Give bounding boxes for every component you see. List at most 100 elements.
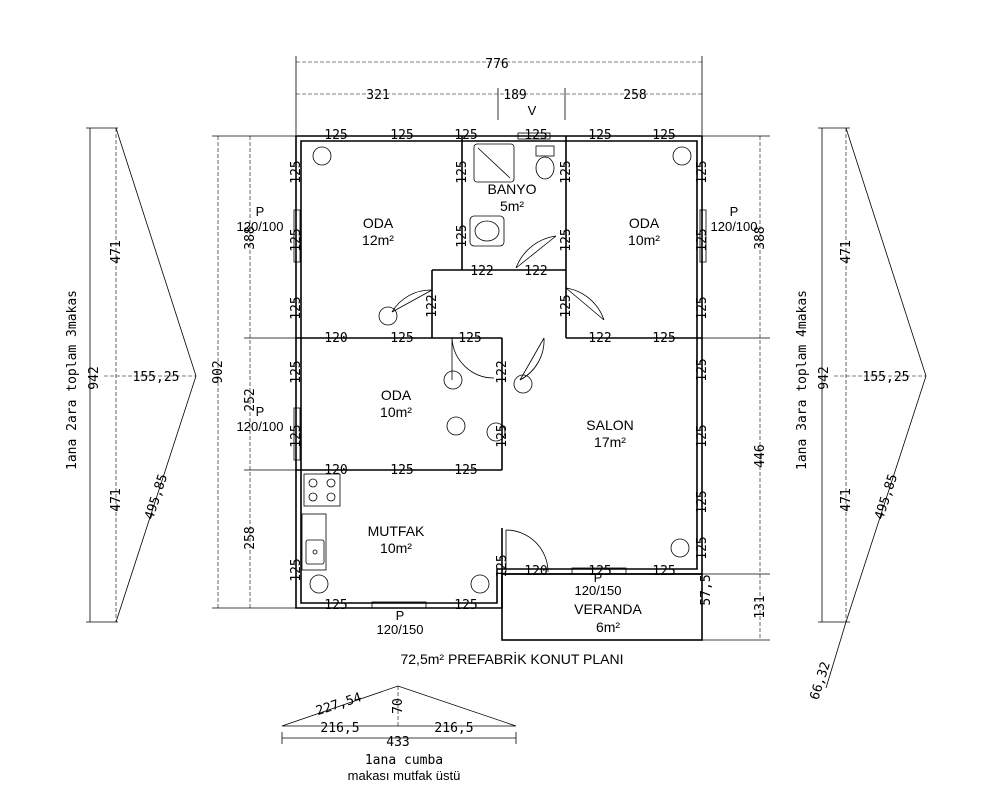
svg-text:125: 125 xyxy=(588,564,611,579)
top-dimensions: 776 321 189 258 V xyxy=(295,56,703,135)
left-dimensions: 902 388 252 258 xyxy=(211,135,300,609)
window-size-ne: 120/100 xyxy=(711,219,758,234)
room-salon-name: SALON xyxy=(586,417,633,433)
cumba-half-right: 216,5 xyxy=(434,721,473,736)
window-p-salon: P xyxy=(594,570,603,585)
right-truss-label: 1ana 3ara toplam 4makas xyxy=(795,290,810,470)
window-size-kitchen: 120/150 xyxy=(377,622,424,637)
toilet-tank xyxy=(535,145,555,157)
right-truss-span: 942 xyxy=(817,366,832,389)
svg-text:122: 122 xyxy=(425,294,440,317)
svg-text:122: 122 xyxy=(524,264,547,279)
room-oda-nw-area: 12m² xyxy=(362,232,394,248)
room-oda-mid-area: 10m² xyxy=(380,404,412,420)
svg-text:125: 125 xyxy=(454,598,477,613)
room-oda-ne-area: 10m² xyxy=(628,232,660,248)
socket-symbols xyxy=(309,146,692,594)
window-size-salon: 120/150 xyxy=(575,583,622,598)
cumba-label-1: 1ana cumba xyxy=(365,753,443,768)
svg-text:125: 125 xyxy=(695,160,710,183)
right-truss-rafter: 495,85 xyxy=(872,472,901,521)
svg-text:125: 125 xyxy=(289,228,304,251)
dim-total-width: 776 xyxy=(485,57,508,72)
dim-width-mid: 189 xyxy=(503,88,526,103)
window-size-mid: 120/100 xyxy=(237,419,284,434)
svg-text:125: 125 xyxy=(559,228,574,251)
svg-text:125: 125 xyxy=(324,128,347,143)
svg-text:120: 120 xyxy=(324,463,347,478)
kitchen-fixtures xyxy=(301,473,341,571)
right-truss-half-bot: 471 xyxy=(839,488,854,511)
window-p-nw: P xyxy=(256,204,265,219)
room-oda-ne-name: ODA xyxy=(629,215,660,231)
dim-height-left-bot: 258 xyxy=(243,526,258,549)
svg-text:125: 125 xyxy=(458,331,481,346)
room-salon-area: 17m² xyxy=(594,434,626,450)
svg-text:125: 125 xyxy=(559,294,574,317)
room-labels: ODA 12m² BANYO 5m² ODA 10m² ODA 10m² SAL… xyxy=(362,181,660,635)
dim-height-right-top: 388 xyxy=(753,226,768,249)
doors xyxy=(391,235,605,573)
svg-text:125: 125 xyxy=(559,160,574,183)
svg-text:125: 125 xyxy=(454,128,477,143)
dim-height-left-mid: 252 xyxy=(243,388,258,411)
dim-height-right-bot: 131 xyxy=(753,595,768,618)
room-mutfak-name: MUTFAK xyxy=(368,523,425,539)
plan-title: 72,5m² PREFABRİK KONUT PLANI xyxy=(400,650,623,667)
svg-text:125: 125 xyxy=(455,224,470,247)
svg-text:125: 125 xyxy=(652,564,675,579)
svg-text:125: 125 xyxy=(652,331,675,346)
svg-text:125: 125 xyxy=(324,598,347,613)
svg-text:125: 125 xyxy=(495,554,510,577)
svg-text:122: 122 xyxy=(470,264,493,279)
stove xyxy=(303,473,341,507)
room-banyo-area: 5m² xyxy=(500,198,524,214)
window-marks xyxy=(293,132,707,609)
svg-text:125: 125 xyxy=(289,424,304,447)
left-truss-label: 1ana 2ara toplam 3makas xyxy=(65,290,80,470)
svg-text:125: 125 xyxy=(390,128,413,143)
svg-text:125: 125 xyxy=(695,490,710,513)
svg-text:125: 125 xyxy=(695,536,710,559)
window-labels: P 120/100 P 120/100 P 120/100 P 120/150 … xyxy=(237,204,758,637)
toilet-bowl xyxy=(535,156,555,180)
room-oda-nw-name: ODA xyxy=(363,215,394,231)
shower-tray xyxy=(473,143,515,183)
svg-text:120: 120 xyxy=(524,564,547,579)
cumba-truss: 227,54 70 216,5 216,5 433 1ana cumba mak… xyxy=(281,685,517,783)
right-dimensions: 388 446 131 57,5 xyxy=(699,135,770,641)
svg-text:125: 125 xyxy=(652,128,675,143)
dim-width-right: 258 xyxy=(623,88,646,103)
walls xyxy=(295,135,703,641)
left-truss-rafter: 495,85 xyxy=(142,472,171,521)
v-marker: V xyxy=(528,103,537,118)
dim-height-left-top: 388 xyxy=(243,226,258,249)
dim-width-left: 321 xyxy=(366,88,389,103)
room-mutfak-area: 10m² xyxy=(380,540,412,556)
window-size-nw: 120/100 xyxy=(237,219,284,234)
svg-text:125: 125 xyxy=(454,463,477,478)
kitchen-counter xyxy=(301,513,327,571)
window-p-mid: P xyxy=(256,404,265,419)
svg-text:125: 125 xyxy=(289,360,304,383)
cumba-rafter: 227,54 xyxy=(314,690,363,719)
svg-text:125: 125 xyxy=(695,228,710,251)
left-truss: 1ana 2ara toplam 3makas 942 471 471 155,… xyxy=(65,127,197,623)
svg-text:125: 125 xyxy=(695,296,710,319)
svg-text:125: 125 xyxy=(455,160,470,183)
svg-text:122: 122 xyxy=(495,360,510,383)
room-veranda-area: 6m² xyxy=(596,619,620,635)
dim-height-right-mid: 446 xyxy=(753,444,768,467)
left-truss-half-top: 471 xyxy=(109,240,124,263)
svg-text:125: 125 xyxy=(695,424,710,447)
svg-text:125: 125 xyxy=(289,558,304,581)
cumba-span: 433 xyxy=(386,735,409,750)
svg-text:125: 125 xyxy=(495,424,510,447)
svg-text:122: 122 xyxy=(588,331,611,346)
svg-text:125: 125 xyxy=(390,331,413,346)
svg-text:125: 125 xyxy=(588,128,611,143)
svg-text:125: 125 xyxy=(695,358,710,381)
svg-text:120: 120 xyxy=(324,331,347,346)
svg-text:125: 125 xyxy=(524,128,547,143)
